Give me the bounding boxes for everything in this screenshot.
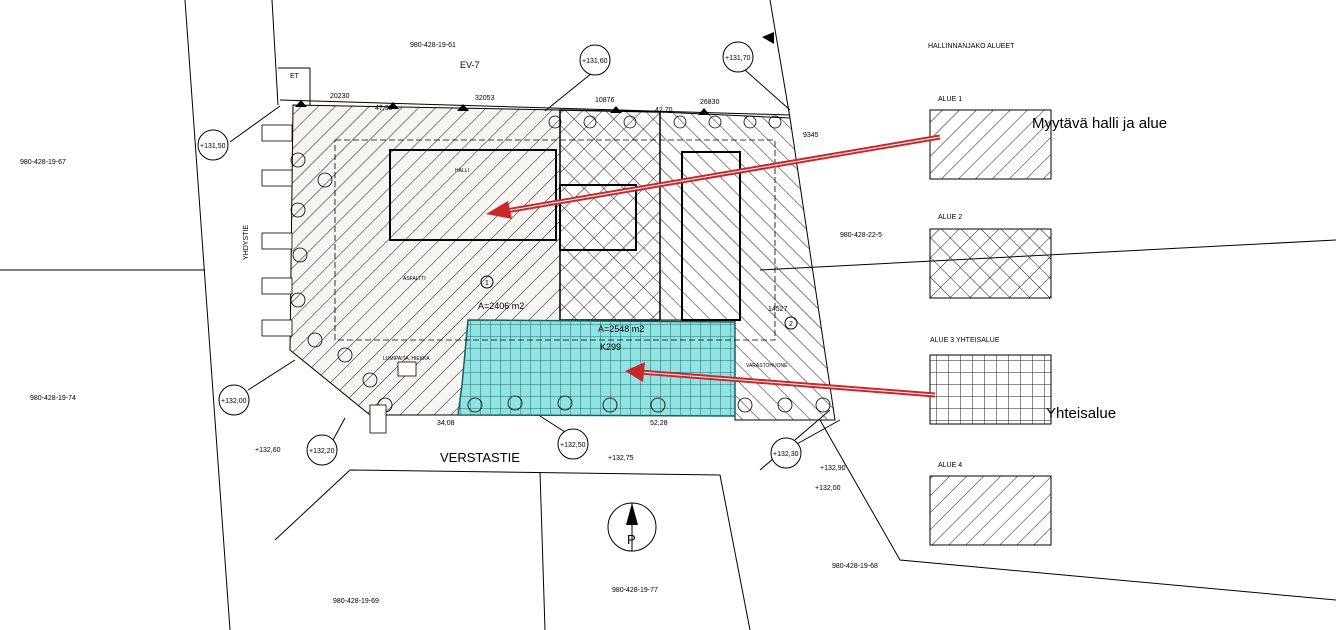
elevation-circled: +131,50 xyxy=(200,143,226,150)
elevation-circled: +131,70 xyxy=(725,55,751,62)
dimension: 42,70 xyxy=(655,107,673,114)
annotation-sold: Myytävä halli ja alue xyxy=(1032,115,1167,132)
elevation: +132,90 xyxy=(820,465,846,472)
building-2 xyxy=(559,184,637,251)
legend-label: ALUE 2 xyxy=(938,214,962,221)
road-west: YHDYSTIE xyxy=(243,225,250,260)
dimension: 52,28 xyxy=(650,420,668,427)
area-marker-2: 2 xyxy=(789,321,793,328)
parcel-southwest: 980-428-19-74 xyxy=(30,395,76,402)
dimension: 10876 xyxy=(595,97,615,104)
asphalt-label: ASFALTTI xyxy=(403,276,426,282)
parcel-west: 980-428-19-67 xyxy=(20,159,66,166)
elevation-circled: +132,30 xyxy=(773,451,799,458)
area-1-size: A=2406 m2 xyxy=(478,301,524,311)
arrow-common xyxy=(625,362,936,398)
dimension: 9345 xyxy=(803,132,819,139)
building-4 xyxy=(681,151,741,321)
elevation: +132,00 xyxy=(815,485,841,492)
zone-label: EV-7 xyxy=(460,60,480,70)
annotation-arrows: Myytävä halli ja alue Yhteisalue xyxy=(486,115,1167,422)
legend-swatch-alue-4 xyxy=(929,475,1052,546)
k-label: K299 xyxy=(600,342,621,352)
legend-swatch-alue-3 xyxy=(929,354,1052,425)
elevation-markers: +131,50 +131,60 +131,70 +132,00 +132,20 … xyxy=(197,41,841,469)
area-2-size: A=2548 m2 xyxy=(598,324,644,334)
dimension: 34,08 xyxy=(437,420,455,427)
storage-label: VARASTOHUONE xyxy=(746,363,788,369)
parcel-north: 980-428-19-61 xyxy=(410,42,456,49)
legend-label: ALUE 3 YHTEISALUE xyxy=(930,337,1000,344)
area-2 xyxy=(559,109,661,321)
elevation: +132,60 xyxy=(255,447,281,454)
north-label: P xyxy=(627,532,636,547)
arrow-sold xyxy=(486,134,941,219)
dimension: 47,38 xyxy=(375,105,393,112)
dimension: 26830 xyxy=(700,99,720,106)
parcel-east: 980-428-22-5 xyxy=(840,232,882,239)
dimension: 20230 xyxy=(330,93,350,100)
elevation-circled: +132,50 xyxy=(560,442,586,449)
hall-label: HALLI xyxy=(455,168,469,174)
plot xyxy=(261,32,836,434)
area-marker-1: 1 xyxy=(485,280,489,287)
et-label: ET xyxy=(290,73,300,80)
elevation: +132,75 xyxy=(608,455,634,462)
road-south: VERSTASTIE xyxy=(440,450,520,465)
annotation-common: Yhteisalue xyxy=(1046,405,1116,422)
dimension: 14527 xyxy=(768,306,788,313)
legend-label: ALUE 1 xyxy=(938,96,962,103)
parcel-south-left: 980-428-19-69 xyxy=(333,598,379,605)
legend-swatch-alue-2 xyxy=(929,228,1052,299)
legend-swatch-alue-1 xyxy=(929,109,1052,180)
waste-label: LUMIPAITA, HIEKKA xyxy=(383,356,430,362)
dimension: 32053 xyxy=(475,95,495,102)
elevation-circled: +131,60 xyxy=(582,58,608,65)
parcel-south-right: 980-428-19-68 xyxy=(832,563,878,570)
legend: HALLINNANJAKO ALUEET ALUE 1 ALUE 2 ALUE … xyxy=(928,43,1052,546)
area-4 xyxy=(659,111,836,421)
plan-labels: 980-428-19-61 EV-7 ET 980-428-19-67 980-… xyxy=(20,42,882,605)
parcel-south-center: 980-428-19-77 xyxy=(612,587,658,594)
north-arrow: P xyxy=(607,502,657,552)
legend-label: ALUE 4 xyxy=(938,462,962,469)
hall-building xyxy=(389,149,557,241)
elevation-circled: +132,20 xyxy=(309,448,335,455)
legend-title: HALLINNANJAKO ALUEET xyxy=(928,43,1015,50)
elevation-circled: +132,00 xyxy=(221,398,247,405)
